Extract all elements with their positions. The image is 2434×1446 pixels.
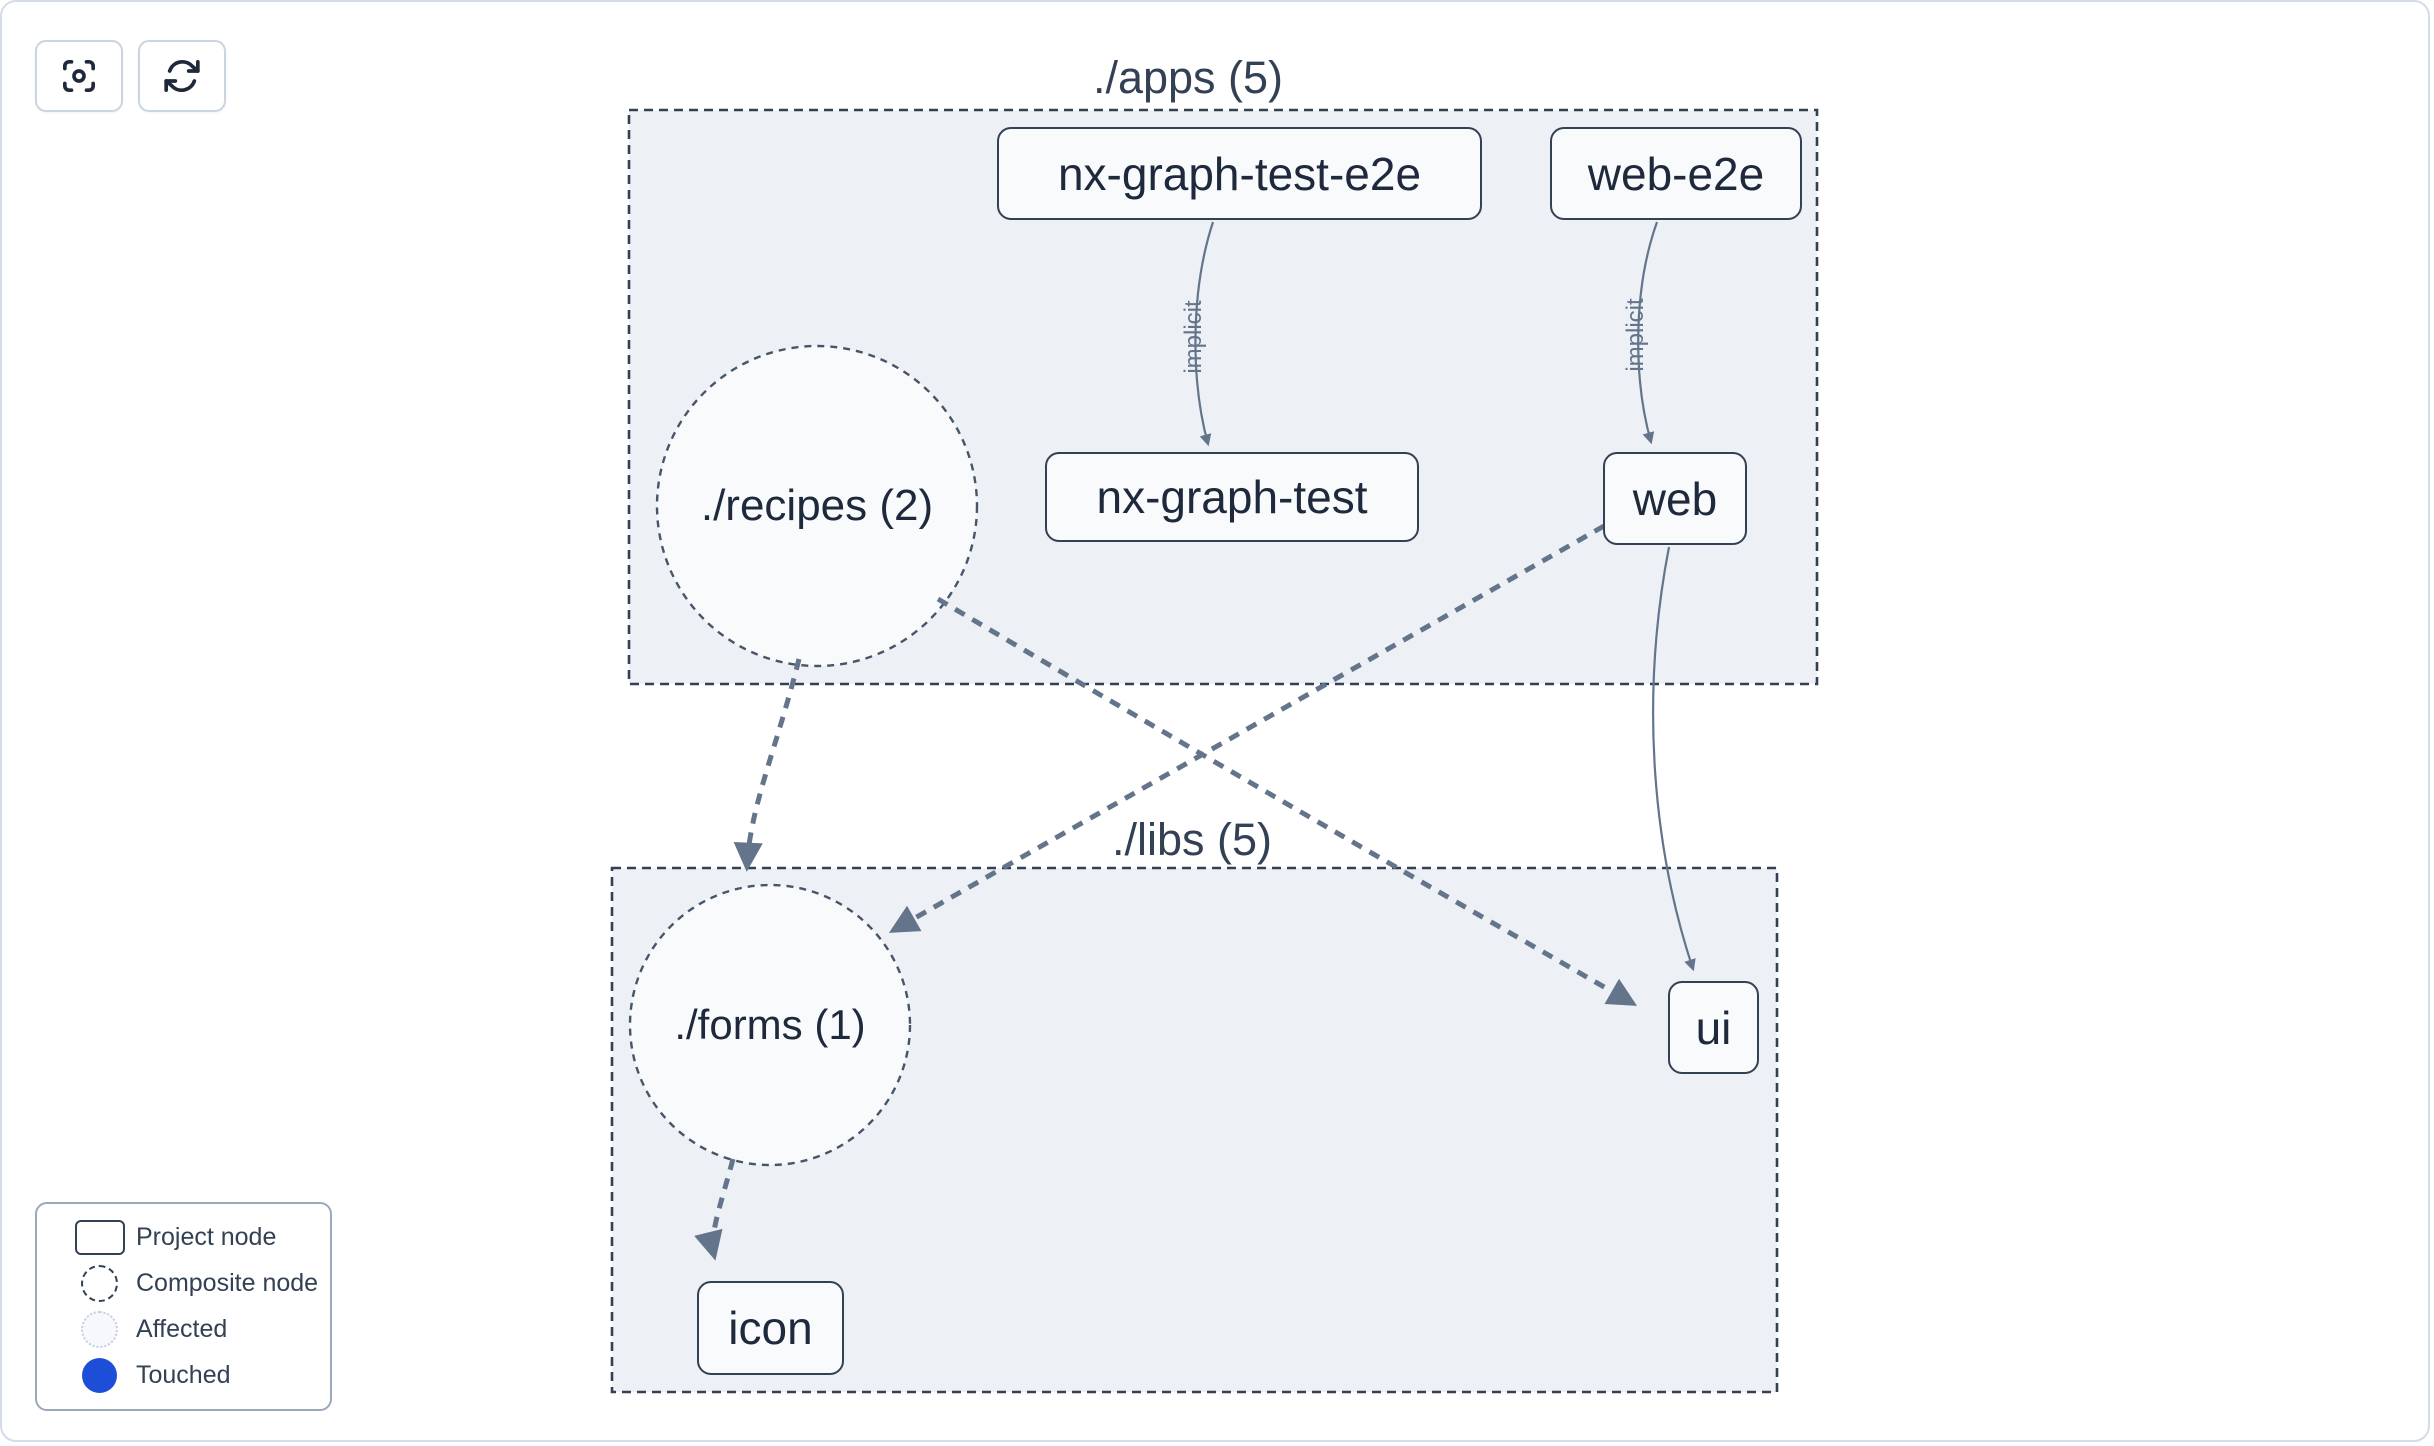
edge-web-e2e-to-web — [1637, 221, 1659, 445]
edge-recipes-to-ui — [936, 596, 1638, 1006]
edge-web-to-ui — [1652, 546, 1696, 972]
legend-item-composite-node: Composite node — [37, 1264, 330, 1302]
edge-recipes-to-forms — [733, 658, 802, 872]
graph-legend: Project node Composite node Affected Tou… — [35, 1202, 332, 1411]
touched-icon — [82, 1358, 117, 1394]
composite-node-icon — [81, 1264, 118, 1302]
composite-node-recipes[interactable] — [655, 344, 979, 668]
legend-label: Project node — [136, 1222, 277, 1251]
crosshair-focus-icon — [62, 60, 95, 92]
project-node-nx-graph-test[interactable]: nx-graph-test — [1045, 452, 1419, 542]
edge-label-implicit-1: implicit — [1180, 300, 1207, 374]
edge-web-to-forms — [888, 523, 1606, 933]
legend-item-project-node: Project node — [37, 1219, 330, 1255]
project-node-ui[interactable]: ui — [1668, 981, 1759, 1074]
legend-label: Touched — [136, 1361, 231, 1390]
group-label-apps: ./apps (5) — [1092, 52, 1284, 103]
refresh-icon — [164, 59, 200, 93]
project-node-web[interactable]: web — [1603, 452, 1747, 545]
affected-icon — [81, 1311, 118, 1349]
center-graph-button[interactable] — [35, 40, 123, 112]
edge-nx-graph-test-e2e-to-nx-graph-test — [1194, 221, 1215, 447]
composite-node-forms[interactable] — [628, 883, 912, 1167]
legend-item-touched: Touched — [37, 1358, 330, 1394]
composite-label-forms[interactable]: ./forms (1) — [674, 1001, 866, 1048]
composite-label-recipes[interactable]: ./recipes (2) — [700, 481, 934, 530]
legend-label: Affected — [136, 1315, 228, 1344]
legend-item-affected: Affected — [37, 1311, 330, 1349]
project-node-nx-graph-test-e2e[interactable]: nx-graph-test-e2e — [997, 127, 1482, 220]
legend-label: Composite node — [136, 1268, 319, 1297]
graph-toolbar — [35, 40, 226, 112]
edge-label-implicit-2: implicit — [1622, 298, 1649, 372]
project-node-icon — [74, 1219, 125, 1255]
refresh-graph-button[interactable] — [138, 40, 226, 112]
project-node-icon[interactable]: icon — [697, 1281, 844, 1375]
project-node-web-e2e[interactable]: web-e2e — [1550, 127, 1802, 220]
group-label-libs: ./libs (5) — [1111, 814, 1273, 865]
